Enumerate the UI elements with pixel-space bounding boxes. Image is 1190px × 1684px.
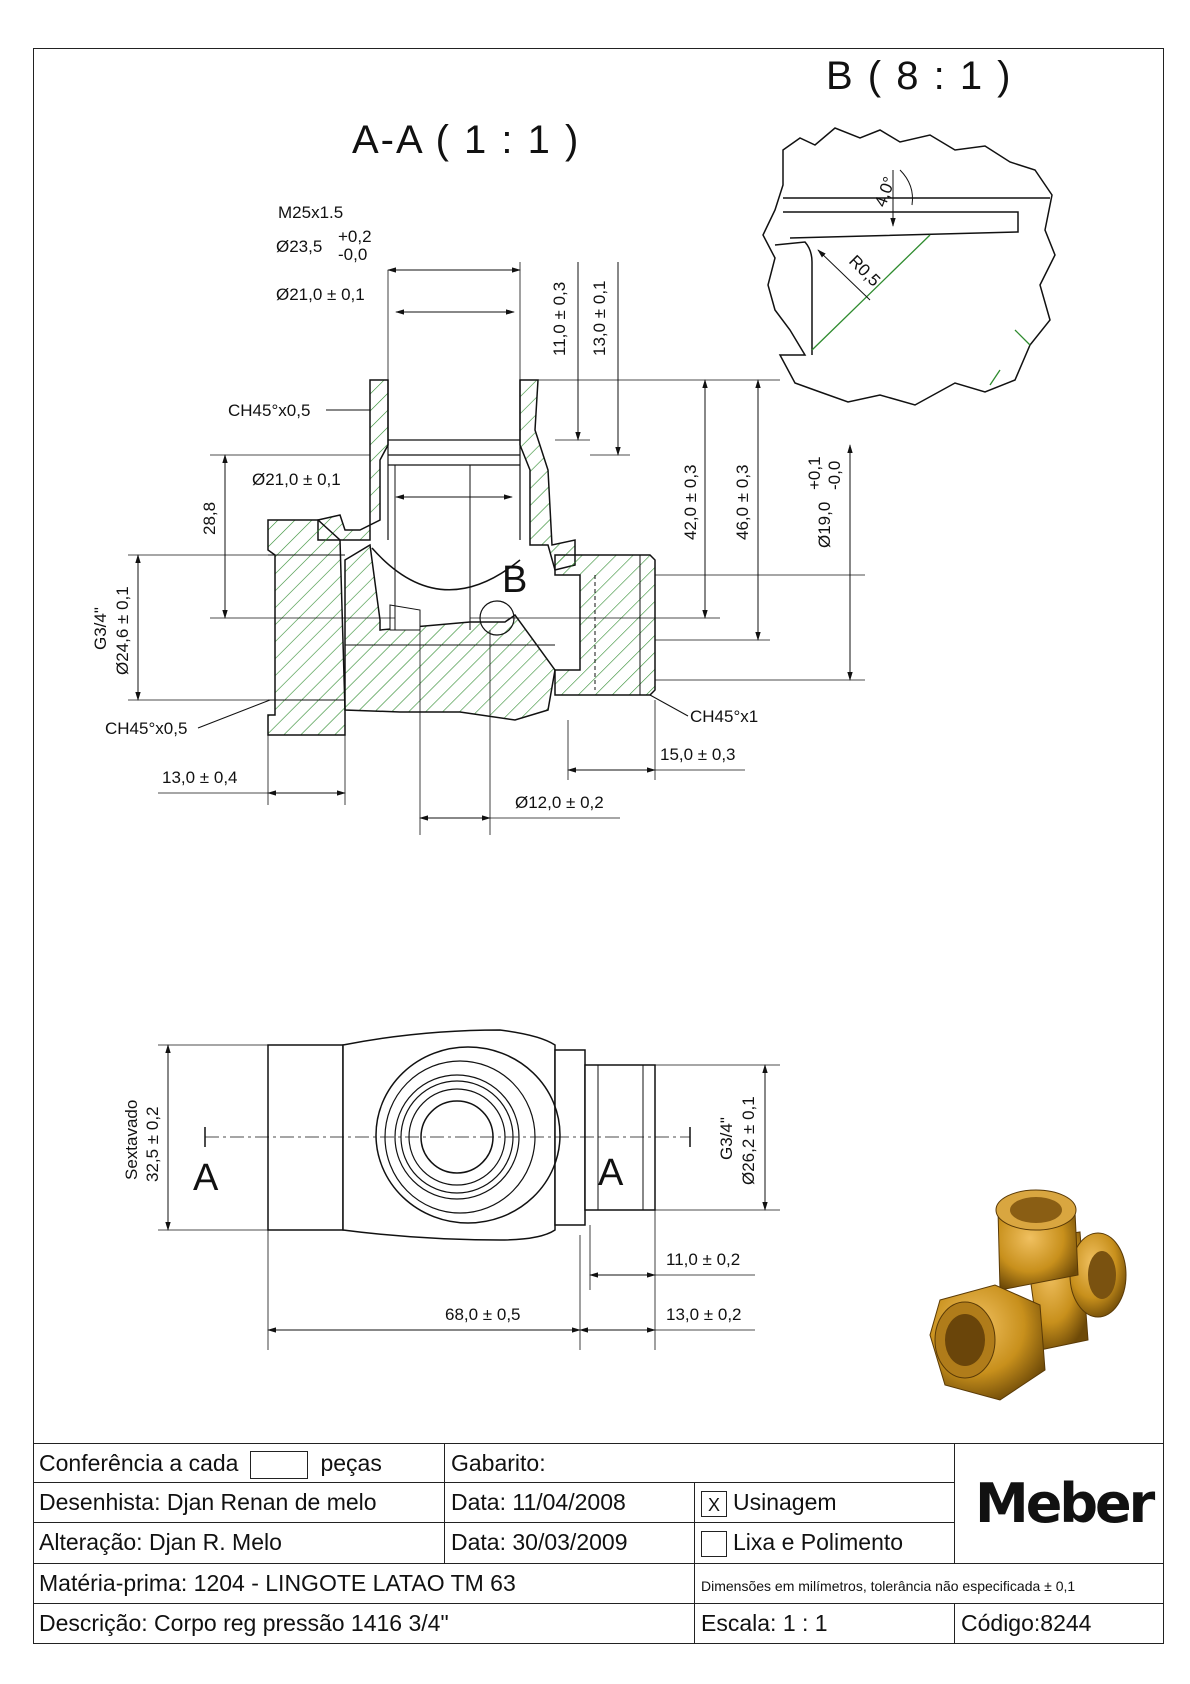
ch-right-label: CH45°x1 bbox=[690, 707, 758, 726]
materia-label: Matéria-prima: bbox=[39, 1570, 188, 1596]
desenhista-value: Djan Renan de melo bbox=[166, 1489, 377, 1515]
usinagem-label: Usinagem bbox=[733, 1489, 837, 1515]
l68-label: 68,0 ± 0,5 bbox=[445, 1305, 521, 1324]
l13-front-label: 13,0 ± 0,2 bbox=[666, 1305, 742, 1324]
d262-label: Ø26,2 ± 0,1 bbox=[739, 1096, 758, 1185]
section-view-title: A-A ( 1 : 1 ) bbox=[352, 118, 581, 162]
descricao-label: Descrição: bbox=[39, 1610, 148, 1636]
note-cell: Dimensões em milímetros, tolerância não … bbox=[695, 1564, 1164, 1604]
d21-top-label: Ø21,0 ± 0,1 bbox=[276, 285, 365, 304]
data1-cell: Data: 11/04/2008 bbox=[445, 1483, 695, 1523]
detail-b-marker: B bbox=[502, 559, 527, 601]
d235-label: Ø23,5 bbox=[276, 237, 322, 256]
front-view: A A Sextavado 32,5 ± 0,2 G3/4" Ø26,2 ± 0… bbox=[122, 1029, 780, 1350]
alteracao-value: Djan R. Melo bbox=[148, 1529, 282, 1555]
codigo-cell: Código:8244 bbox=[955, 1604, 1164, 1644]
section-mark-right: A bbox=[598, 1152, 624, 1194]
d235-tol-up: +0,2 bbox=[338, 227, 372, 246]
alteracao-label: Alteração: bbox=[39, 1529, 143, 1555]
h13-label: 13,0 ± 0,1 bbox=[590, 281, 609, 357]
descricao-value: Corpo reg pressão 1416 3/4" bbox=[154, 1610, 449, 1636]
l15-label: 15,0 ± 0,3 bbox=[660, 745, 736, 764]
descricao-cell: Descrição: Corpo reg pressão 1416 3/4" bbox=[33, 1604, 695, 1644]
d21-mid-label: Ø21,0 ± 0,1 bbox=[252, 470, 341, 489]
data2-label: Data: bbox=[451, 1529, 506, 1555]
d19-tol-down: -0,0 bbox=[825, 461, 844, 490]
meber-logo: Meber bbox=[975, 1472, 1155, 1535]
data2-cell: Data: 30/03/2009 bbox=[445, 1523, 695, 1564]
pecas-label: peças bbox=[320, 1450, 382, 1476]
h288-label: 28,8 bbox=[200, 502, 219, 535]
data2-value: 30/03/2009 bbox=[512, 1529, 628, 1555]
sextavado-label: Sextavado bbox=[122, 1100, 141, 1180]
lixa-cell: Lixa e Polimento bbox=[695, 1523, 955, 1564]
section-aa-view: B M25x1.5 Ø23,5 +0,2 -0,0 Ø21,0 ± 0,1 Ø2… bbox=[91, 203, 865, 835]
materia-value: 1204 - LINGOTE LATAO TM 63 bbox=[193, 1570, 516, 1596]
d12-label: Ø12,0 ± 0,2 bbox=[515, 793, 604, 812]
detail-view-title: B ( 8 : 1 ) bbox=[826, 54, 1013, 98]
desenhista-cell: Desenhista: Djan Renan de melo bbox=[33, 1483, 445, 1523]
conferencia-label: Conferência a cada bbox=[39, 1450, 239, 1476]
h42-label: 42,0 ± 0,3 bbox=[681, 465, 700, 541]
d235-tol-down: -0,0 bbox=[338, 245, 367, 264]
materia-cell: Matéria-prima: 1204 - LINGOTE LATAO TM 6… bbox=[33, 1564, 695, 1604]
usinagem-checkbox[interactable]: X bbox=[701, 1490, 727, 1517]
ch-top-label: CH45°x0,5 bbox=[228, 401, 310, 420]
logo-cell: Meber bbox=[955, 1443, 1164, 1564]
data1-value: 11/04/2008 bbox=[512, 1489, 626, 1515]
section-mark-left: A bbox=[193, 1157, 219, 1199]
gabarito-cell: Gabarito: bbox=[445, 1443, 955, 1483]
tolerance-note: Dimensões em milímetros, tolerância não … bbox=[701, 1578, 1076, 1594]
g34-section-label: G3/4" bbox=[91, 607, 110, 650]
d246-label: Ø24,6 ± 0,1 bbox=[113, 586, 132, 675]
desenhista-label: Desenhista: bbox=[39, 1489, 161, 1515]
d325-label: 32,5 ± 0,2 bbox=[143, 1107, 162, 1183]
conferencia-cell: Conferência a cada peças bbox=[33, 1443, 445, 1483]
d19-label: Ø19,0 bbox=[815, 502, 834, 548]
codigo-value: 8244 bbox=[1040, 1610, 1092, 1636]
l13-section-label: 13,0 ± 0,4 bbox=[162, 768, 238, 787]
data1-label: Data: bbox=[451, 1489, 506, 1515]
escala-cell: Escala: 1 : 1 bbox=[695, 1604, 955, 1644]
h46-label: 46,0 ± 0,3 bbox=[733, 465, 752, 541]
escala-value: 1 : 1 bbox=[782, 1610, 828, 1636]
part-3d-render bbox=[929, 1189, 1127, 1401]
gabarito-label: Gabarito: bbox=[451, 1450, 546, 1476]
l11-label: 11,0 ± 0,2 bbox=[666, 1250, 740, 1269]
escala-label: Escala: bbox=[701, 1610, 777, 1636]
conferencia-count-field[interactable] bbox=[250, 1450, 309, 1479]
g34-front-label: G3/4" bbox=[717, 1117, 736, 1160]
thread-label: M25x1.5 bbox=[278, 203, 343, 222]
ch-left-label: CH45°x0,5 bbox=[105, 719, 187, 738]
h11-label: 11,0 ± 0,3 bbox=[550, 282, 569, 356]
detail-b-view: 4,0° R0,5 bbox=[762, 127, 1056, 406]
lixa-label: Lixa e Polimento bbox=[733, 1529, 904, 1555]
lixa-checkbox[interactable] bbox=[701, 1530, 727, 1557]
alteracao-cell: Alteração: Djan R. Melo bbox=[33, 1523, 445, 1564]
codigo-label: Código: bbox=[961, 1610, 1041, 1636]
d19-tol-up: +0,1 bbox=[805, 456, 824, 490]
